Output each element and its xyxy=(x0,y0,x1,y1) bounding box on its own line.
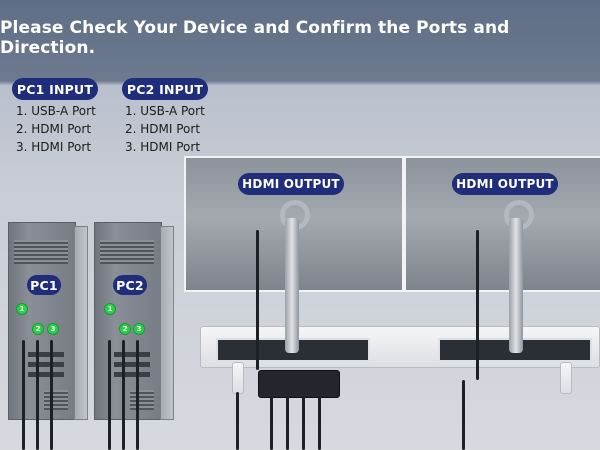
cable xyxy=(476,230,479,380)
monitor-stand-pole xyxy=(509,218,523,353)
pc1-port-marker: 2 xyxy=(33,324,43,334)
cable xyxy=(108,340,111,450)
pc2-port-item: 3. HDMI Port xyxy=(125,140,201,154)
pc2-port-marker: 2 xyxy=(120,324,130,334)
pc1-port-marker: 1 xyxy=(17,304,27,314)
desk-leg xyxy=(560,362,572,394)
pc2-expansion-slot xyxy=(114,352,150,357)
cable xyxy=(302,396,305,450)
pc2-tower-side xyxy=(160,226,174,420)
cable xyxy=(36,340,39,450)
pc2-port-item: 2. HDMI Port xyxy=(125,122,201,136)
cable xyxy=(22,340,25,450)
pc2-input-badge: PC2 INPUT xyxy=(122,78,208,100)
pc2-expansion-slot xyxy=(114,372,150,377)
desk-leg xyxy=(232,362,244,394)
pc1-label: PC1 xyxy=(27,275,61,295)
pc1-vent xyxy=(14,240,68,264)
pc2-port-marker: 1 xyxy=(105,304,115,314)
pc1-vent xyxy=(44,390,68,410)
pc2-label: PC2 xyxy=(113,275,147,295)
cable xyxy=(286,396,289,450)
cable xyxy=(122,340,125,450)
cable xyxy=(136,340,139,450)
cable xyxy=(270,396,273,450)
pc1-tower-side xyxy=(74,226,88,420)
pc1-expansion-slot xyxy=(28,372,64,377)
pc1-port-marker: 3 xyxy=(48,324,58,334)
pc1-expansion-slot xyxy=(28,352,64,357)
pc1-expansion-slot xyxy=(28,362,64,367)
pc1-port-item: 2. HDMI Port xyxy=(16,122,92,136)
cable xyxy=(50,340,53,450)
cable xyxy=(256,230,259,370)
pc2-expansion-slot xyxy=(114,362,150,367)
pc1-port-list: 1. USB-A Port 2. HDMI Port 3. HDMI Port xyxy=(16,102,96,156)
hdmi-output-badge: HDMI OUTPUT xyxy=(452,173,558,195)
pc2-vent xyxy=(130,390,154,410)
monitor-stand-pole xyxy=(285,218,299,353)
kvm-switch xyxy=(258,370,340,398)
cable xyxy=(462,380,465,450)
pc2-port-list: 1. USB-A Port 2. HDMI Port 3. HDMI Port xyxy=(125,102,205,156)
pc2-port-marker: 3 xyxy=(134,324,144,334)
pc1-input-badge: PC1 INPUT xyxy=(12,78,98,100)
pc1-port-item: 1. USB-A Port xyxy=(16,104,96,118)
page-headline: Please Check Your Device and Confirm the… xyxy=(0,18,510,58)
pc1-port-item: 3. HDMI Port xyxy=(16,140,92,154)
pc2-port-item: 1. USB-A Port xyxy=(125,104,205,118)
pc2-vent xyxy=(100,240,154,264)
cable xyxy=(318,396,321,450)
hdmi-output-badge: HDMI OUTPUT xyxy=(238,173,344,195)
cable xyxy=(236,392,239,450)
